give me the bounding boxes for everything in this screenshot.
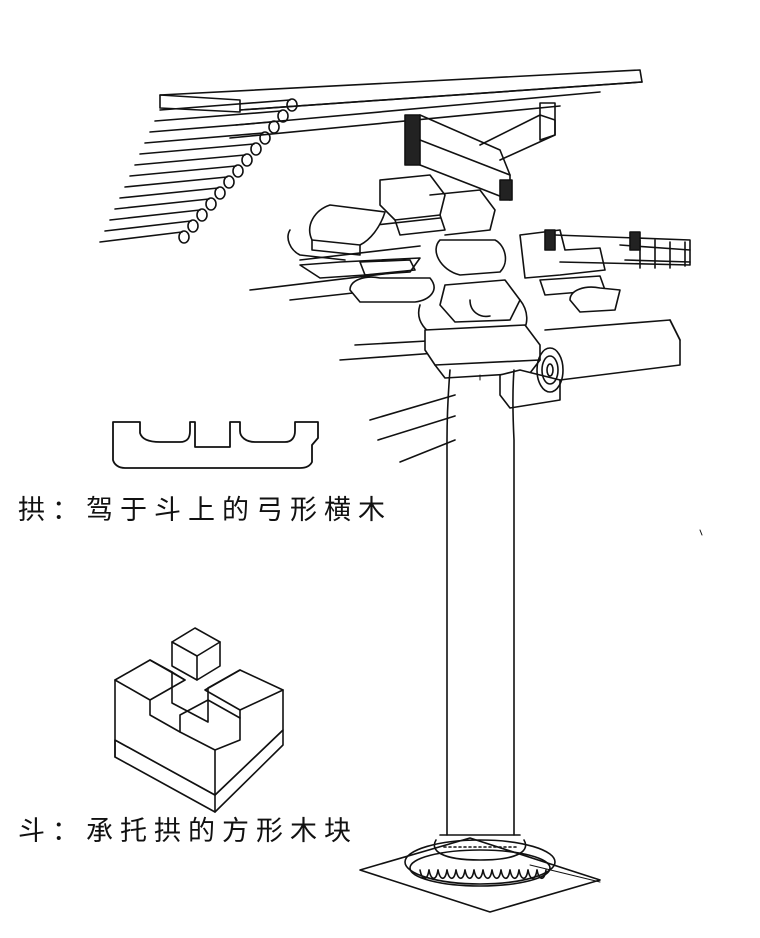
rafter-end [179,231,189,243]
rafter-line [155,111,281,121]
rafter-end [188,220,198,232]
rafter-line [105,221,191,231]
rafter-end [233,165,243,177]
rafter-end [206,198,216,210]
dou-diagram [115,628,283,812]
rafter-line [150,122,272,132]
rafter-end [197,209,207,221]
lotus-petal [528,870,537,878]
lotus-petal [420,870,429,878]
lotus-petal [510,870,519,878]
lotus-petal [537,870,546,878]
rafter-end [251,143,261,155]
column [360,370,702,912]
rafter-line [115,199,209,209]
rafter-line [135,155,245,165]
rafter-line [160,100,290,110]
lotus-petal [483,870,492,878]
lotus-petal [501,870,510,878]
rafter-line [130,166,236,176]
rafter-end [224,176,234,188]
rafter-end [269,121,279,133]
rafter-end [242,154,252,166]
lotus-petal [447,870,456,878]
lotus-petal [474,870,483,878]
rafter-end [278,110,288,122]
rafter-line [120,188,218,198]
rafter-line [110,210,200,220]
lotus-petal [429,870,438,878]
gong-caption: 拱：驾于斗上的弓形横木 [18,495,392,526]
rafter-line [145,133,263,143]
lotus-petal [492,870,501,878]
rafter-end [215,187,225,199]
rafter-line [100,232,182,242]
roof-eaves [100,70,642,300]
lotus-petal [465,870,474,878]
dougong-cluster [288,103,690,408]
lotus-petal [519,870,528,878]
rafter-end [260,132,270,144]
rafter-line [125,177,227,187]
rafter-end [287,99,297,111]
gong-diagram [113,422,318,468]
lotus-petal [456,870,465,878]
lotus-petal [438,870,447,878]
rafter-line [140,144,254,154]
dou-caption: 斗：承托拱的方形木块 [18,816,358,847]
